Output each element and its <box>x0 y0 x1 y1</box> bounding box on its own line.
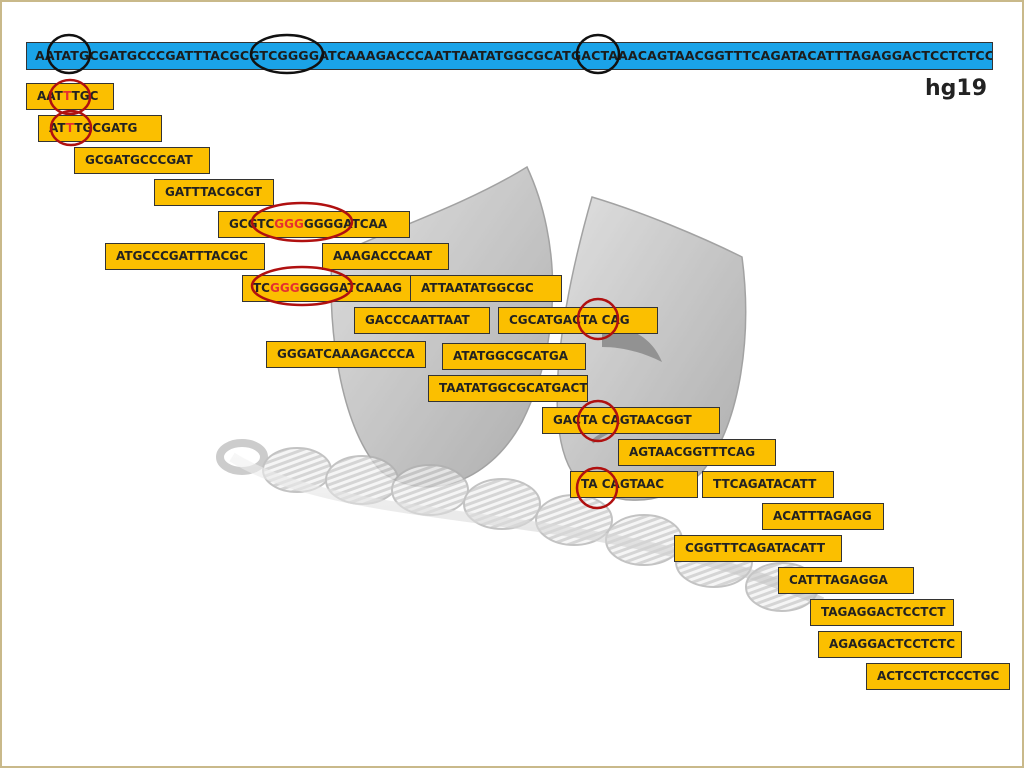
read-bases: GCGTC <box>229 217 275 231</box>
read-bases: TGCGATG <box>74 121 138 135</box>
read-bases: ACTCCTCTCCCTGC <box>877 669 1000 683</box>
read-box: CGCATGACTA CAG <box>498 307 658 334</box>
read-bases: TC <box>253 281 270 295</box>
read-bases: ACATTTAGAGG <box>773 509 872 523</box>
read-box: CGGTTTCAGATACATT <box>674 535 842 562</box>
reference-sequence-bar: AATATGCGATGCCCGATTTACGCGTCGGGGATCAAAGACC… <box>26 42 993 70</box>
read-box: ATTTGCGATG <box>38 115 162 142</box>
read-bases: GGGATCAAAGACCCA <box>277 347 415 361</box>
genome-assembly-label: hg19 <box>925 76 988 101</box>
read-bases: AT <box>49 121 66 135</box>
read-box: ACTCCTCTCCCTGC <box>866 663 1010 690</box>
read-box: ACATTTAGAGG <box>762 503 884 530</box>
read-variant-bases: GGG <box>270 281 300 295</box>
read-box: ATTAATATGGCGC <box>410 275 562 302</box>
read-box: AATTTGC <box>26 83 114 110</box>
read-bases: TGC <box>71 89 99 103</box>
read-bases: TAATATGGCGCATGACT <box>439 381 588 395</box>
read-variant-bases: T <box>63 89 72 103</box>
read-bases: GACTA CAGTAACGGT <box>553 413 692 427</box>
read-bases: GGGGATCAA <box>303 217 388 231</box>
read-bases: ATGCCCGATTTACGC <box>116 249 248 263</box>
read-bases: GCGATGCCCGAT <box>85 153 193 167</box>
read-box: TAATATGGCGCATGACT <box>428 375 588 402</box>
read-bases: AGAGGACTCCTCTC <box>829 637 955 651</box>
read-bases: CGCATGACTA CAG <box>509 313 630 327</box>
read-box: AGAGGACTCCTCTC <box>818 631 962 658</box>
read-bases: AAAGACCCAAT <box>333 249 433 263</box>
read-box: TA CAGTAAC <box>570 471 698 498</box>
read-bases: CATTTAGAGGA <box>789 573 888 587</box>
read-bases: AAT <box>37 89 64 103</box>
read-box: TAGAGGACTCCTCT <box>810 599 954 626</box>
read-box: ATATGGCGCATGA <box>442 343 586 370</box>
read-bases: ATTAATATGGCGC <box>421 281 534 295</box>
read-bases: ATATGGCGCATGA <box>453 349 568 363</box>
read-variant-bases: GGG <box>274 217 304 231</box>
read-bases: TTCAGATACATT <box>713 477 817 491</box>
read-box: TCGGGGGGGATCAAAG <box>242 275 418 302</box>
read-box: GACTA CAGTAACGGT <box>542 407 720 434</box>
read-box: TTCAGATACATT <box>702 471 834 498</box>
read-box: AGTAACGGTTTCAG <box>618 439 776 466</box>
read-box: GCGTCGGGGGGGATCAA <box>218 211 410 238</box>
read-box: AAAGACCCAAT <box>322 243 449 270</box>
read-bases: CGGTTTCAGATACATT <box>685 541 826 555</box>
read-box: GACCCAATTAAT <box>354 307 490 334</box>
read-bases: GACCCAATTAAT <box>365 313 470 327</box>
read-box: GCGATGCCCGAT <box>74 147 210 174</box>
read-bases: GGGGATCAAAG <box>299 281 403 295</box>
read-box: GGGATCAAAGACCCA <box>266 341 426 368</box>
dna-helix-shape <box>216 439 825 612</box>
read-bases: AGTAACGGTTTCAG <box>629 445 756 459</box>
read-bases: GATTTACGCGT <box>165 185 262 199</box>
read-box: CATTTAGAGGA <box>778 567 914 594</box>
read-bases: TA CAGTAAC <box>581 477 665 491</box>
read-box: ATGCCCGATTTACGC <box>105 243 265 270</box>
read-bases: TAGAGGACTCCTCT <box>821 605 946 619</box>
read-box: GATTTACGCGT <box>154 179 274 206</box>
